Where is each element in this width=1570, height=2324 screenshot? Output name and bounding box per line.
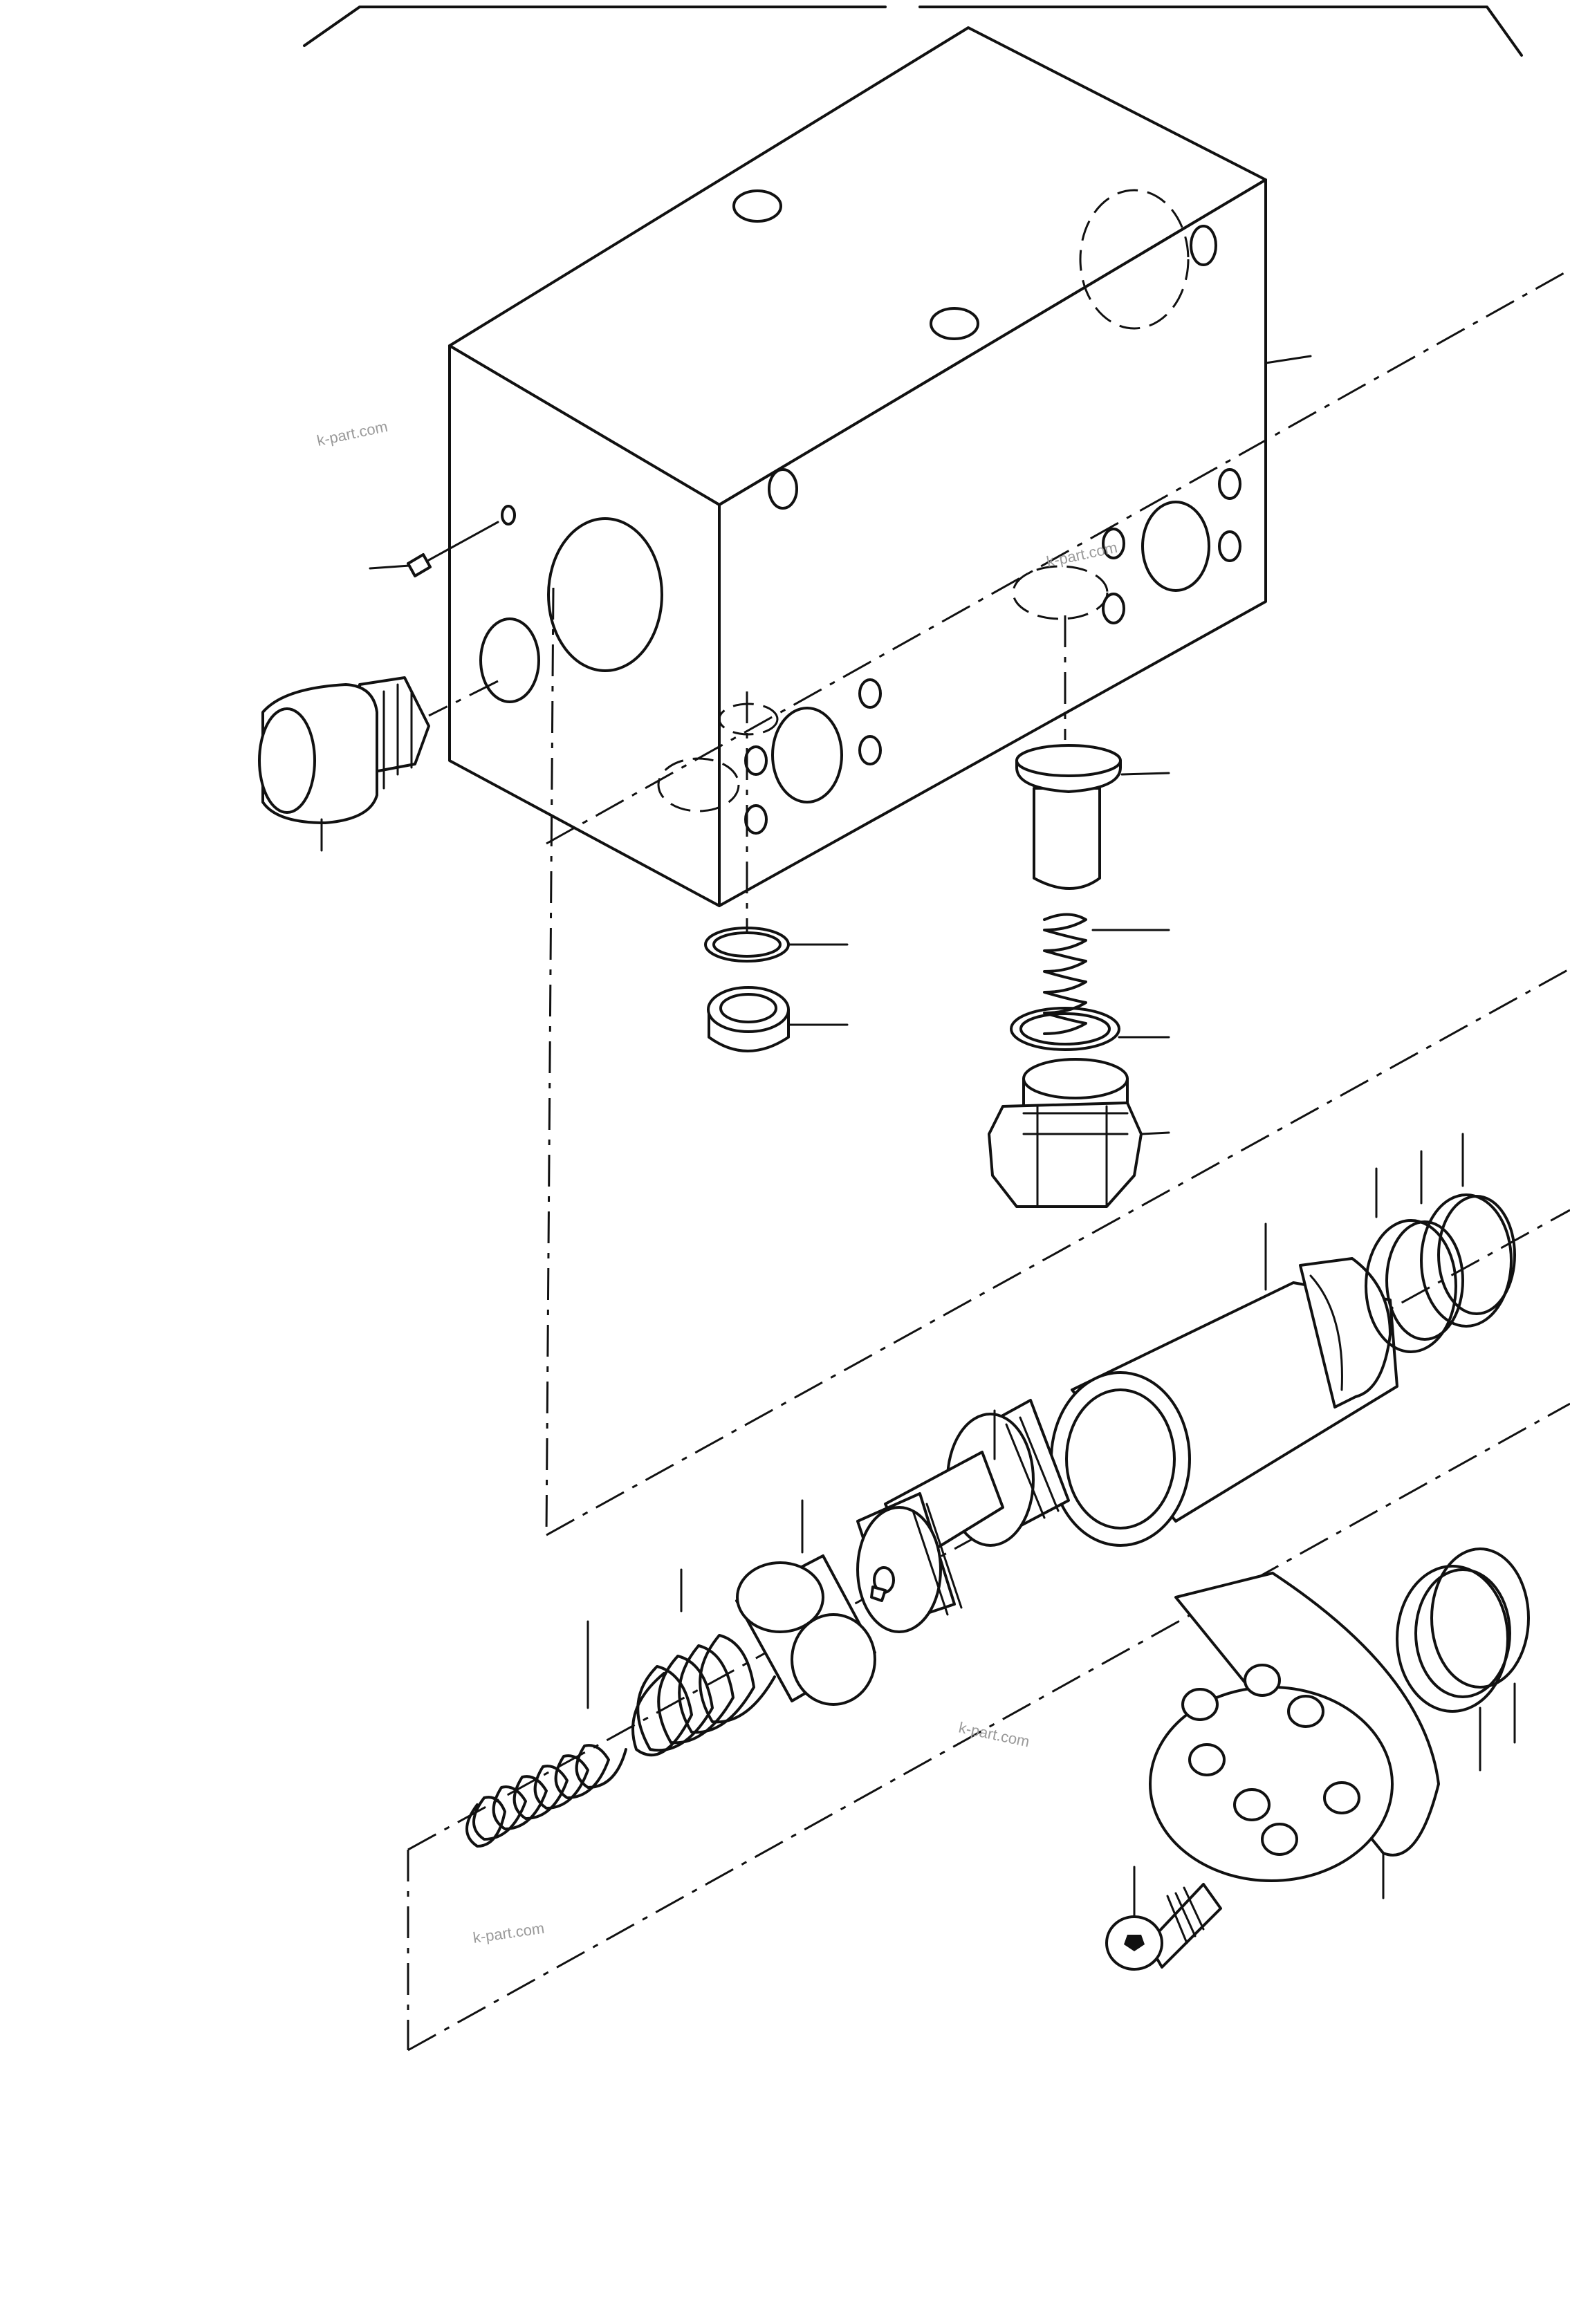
end-cap-block — [1149, 1572, 1440, 1899]
spool-piston — [801, 1399, 1070, 1633]
cartridge-sleeve — [1050, 1223, 1398, 1547]
socket-head-screw — [1105, 1866, 1222, 1971]
spring-seat-cup — [680, 1554, 876, 1706]
small-plug — [707, 986, 849, 1052]
plug-cap — [258, 676, 430, 852]
end-cap-seal-rings — [1396, 1547, 1530, 1772]
o-ring-cap — [1010, 1007, 1170, 1051]
o-ring-small — [704, 927, 849, 963]
hex-cap-nut — [988, 1058, 1170, 1208]
poppet-valve — [1015, 744, 1170, 890]
watermark: k-part.com — [472, 1919, 545, 1946]
valve-body — [448, 26, 1312, 907]
top-frame — [303, 6, 1523, 57]
small-spring — [465, 1620, 627, 1848]
watermark: k-part.com — [957, 1718, 1031, 1750]
large-spring — [631, 1634, 776, 1757]
seal-rings-large — [1365, 1133, 1516, 1353]
small-set-screw — [369, 521, 499, 577]
watermark: k-part.com — [315, 418, 389, 449]
poppet-spring — [1043, 913, 1170, 1035]
